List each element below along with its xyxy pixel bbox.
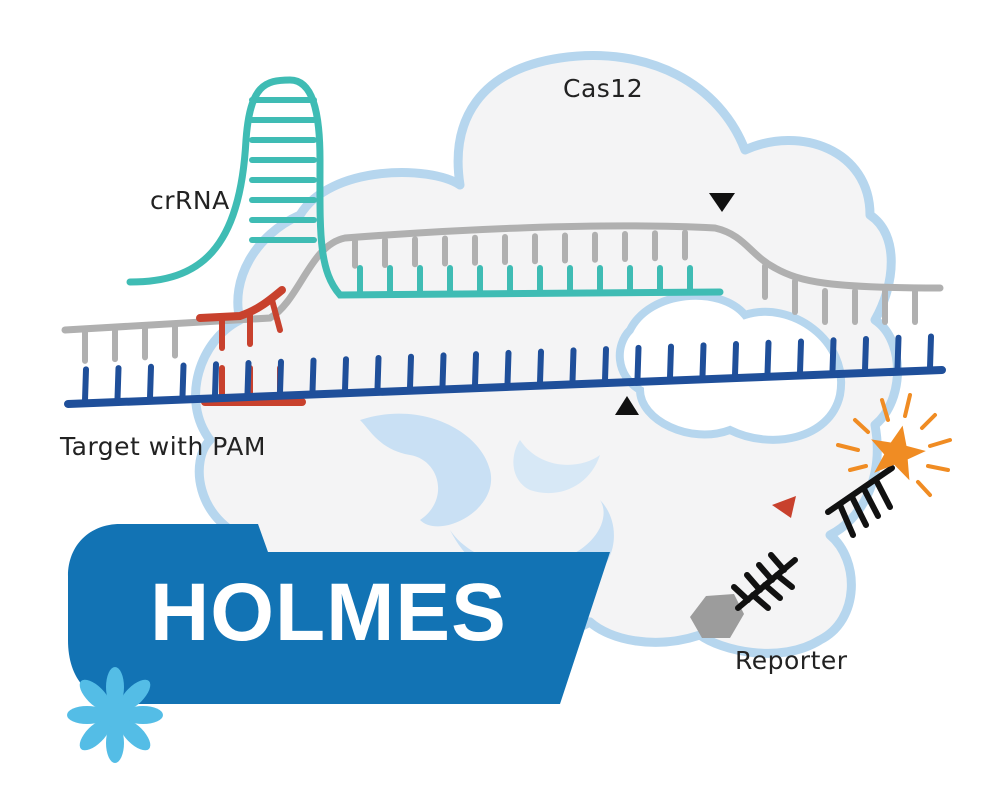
cut-site-marker-icon [615,396,639,415]
target-base-tick [407,353,414,391]
target-base-tick [667,343,674,381]
target-base-tick [212,361,219,399]
cas12-label: Cas12 [563,74,644,103]
target-base-tick [244,360,252,398]
snowflake-petal [79,719,111,751]
holmes-banner [68,524,610,704]
target-base-tick [634,344,642,382]
target-base-tick [342,356,349,394]
target-base-tick [472,351,479,389]
pam-base-tick [269,297,283,333]
crrna-backbone [126,76,724,299]
target-label: Target with PAM [60,432,266,461]
target-base-tick [147,363,154,401]
target-base-tick [439,352,447,390]
quencher-icon [690,594,744,638]
holmes-title: HOLMES [150,567,507,658]
target-base-tick [537,348,544,386]
cas12-inner-lobe [615,291,846,444]
target-base-tick [374,354,382,392]
snowflake-icon [67,667,163,763]
snowflake-petal [67,706,107,724]
target-base-tick [82,366,89,404]
target-strand [64,333,946,408]
cut-site-marker-icon [709,193,735,212]
snowflake-petal [119,679,151,711]
snowflake-petal [106,667,124,707]
target-base-tick [309,357,317,395]
fluorophore-burst [836,393,952,497]
target-base-tick [699,342,707,380]
snowflake-petal [79,679,111,711]
target-base-tick [797,338,804,376]
pam-upper [196,286,286,322]
nontarget-strand [61,222,944,364]
crrna [126,76,724,299]
snowflake-petal [123,706,163,724]
target-base-tick [114,365,122,403]
snowflake-petal [119,719,151,751]
banner-shape [68,524,610,704]
target-base-tick [927,333,934,371]
target-base-tick [179,362,187,400]
reporter-label: Reporter [735,646,848,675]
target-base-tick [602,346,609,384]
snowflake-petal [106,723,124,763]
snowflake-core [103,703,127,727]
target-backbone [64,366,946,408]
target-base-tick [569,347,577,385]
reporter-strand-left [731,552,798,611]
fluorophore-star-icon [871,425,926,481]
cas12-shading-1 [360,413,492,527]
reporter-strand-right [825,465,895,538]
crrna-label: crRNA [150,186,230,215]
target-base-tick [764,339,772,377]
target-base-tick [829,337,837,375]
target-base-tick [894,334,902,372]
cas12-shading-3 [513,440,600,494]
reporter-cleavage-marker-icon [772,496,796,518]
reporter [690,393,952,638]
target-base-tick [862,335,869,373]
target-base-tick [732,341,739,379]
target-base-tick [504,349,512,387]
target-base-tick [277,358,284,396]
